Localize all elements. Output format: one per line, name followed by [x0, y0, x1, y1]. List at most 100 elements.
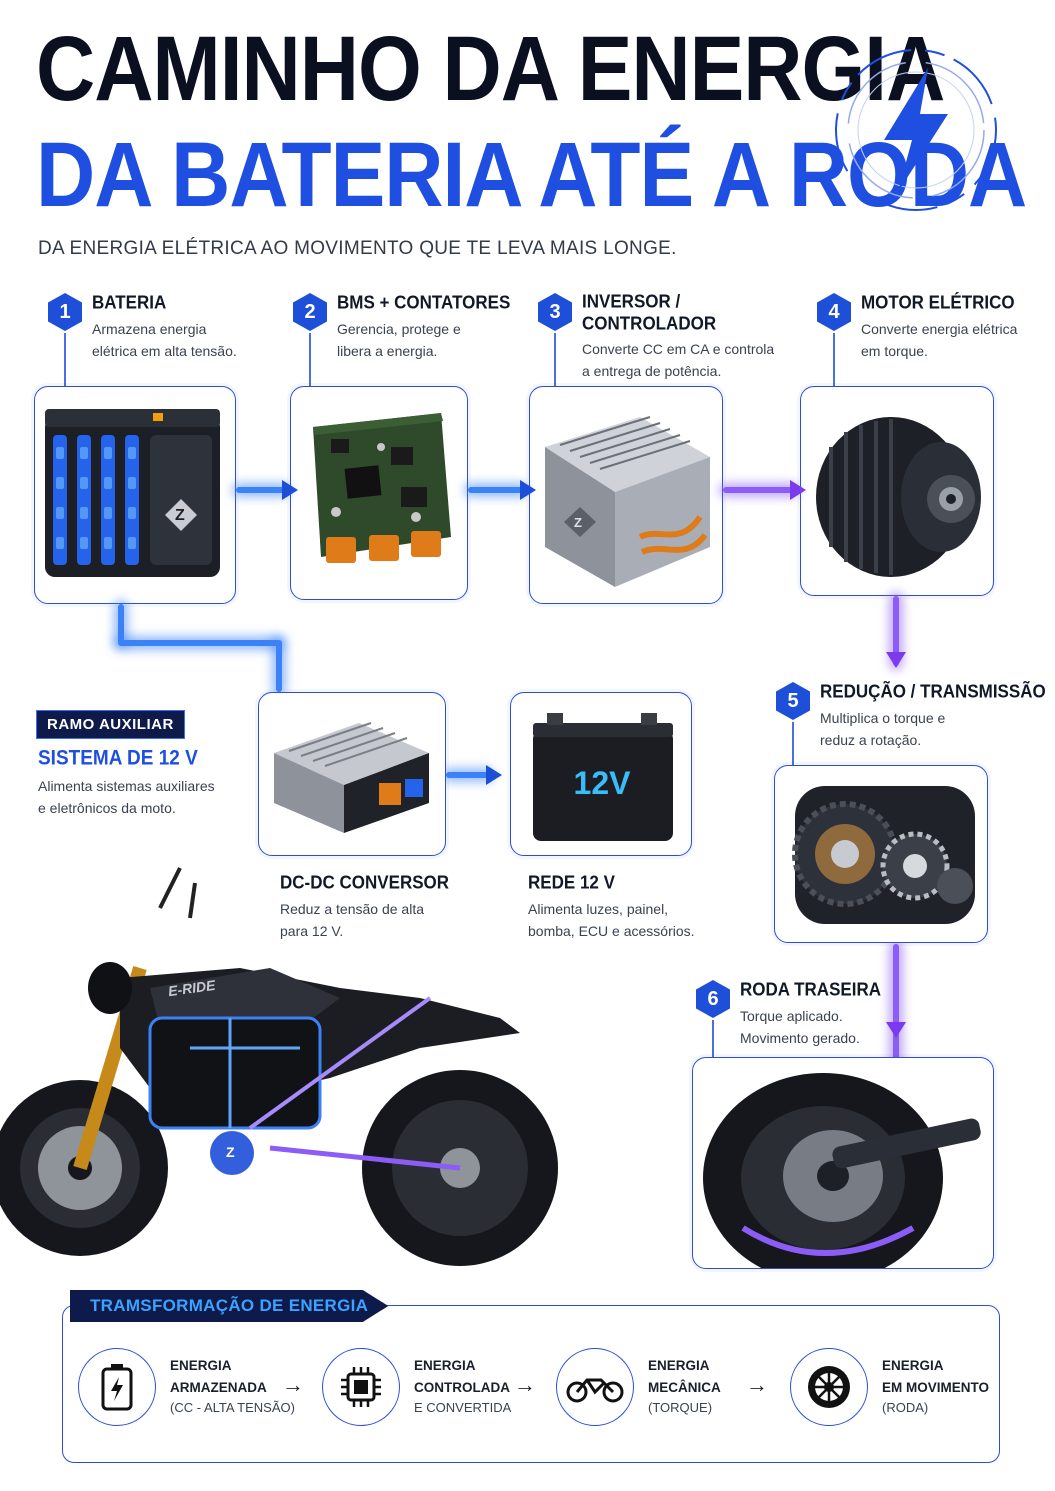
step-3-number: 3 [538, 293, 572, 331]
battery-icon [78, 1348, 156, 1426]
stage-stored-sub: (CC - ALTA TENSÃO) [170, 1400, 295, 1416]
step-4-number: 4 [817, 293, 851, 331]
chip-icon [322, 1348, 400, 1426]
step-2-number: 2 [293, 293, 327, 331]
step-3-desc-1: Converte CC em CA e controla [582, 341, 775, 357]
motorcycle-image: E-RIDE Z [0, 848, 690, 1268]
stage-motion-line1: ENERGIA [882, 1358, 944, 1373]
step-5-header: 5 REDUÇÃO / TRANSMISSÃO Multiplica o tor… [776, 681, 1046, 751]
aux-beam-dcdc-12v [446, 772, 490, 778]
wheel-icon [790, 1348, 868, 1426]
step-2-desc-1: Gerencia, protege e [337, 321, 461, 337]
energy-beam-2-3 [468, 487, 524, 493]
inverter-image: Z [529, 386, 723, 604]
step-4-title: MOTOR ELÉTRICO [861, 292, 1015, 313]
dcdc-converter-image [258, 692, 446, 856]
step-3-header: 3 INVERSOR / CONTROLADOR Converte CC em … [538, 291, 798, 382]
energy-beam-4-5 [893, 596, 899, 666]
step-3-title: INVERSOR / CONTROLADOR [582, 291, 717, 334]
net12-desc-2: bomba, ECU e acessórios. [528, 922, 695, 939]
stage-stored-line1: ENERGIA [170, 1358, 232, 1373]
step-2-connector [309, 333, 311, 387]
stage-mechanical-line2: MECÂNICA [648, 1379, 721, 1395]
aux-desc-line-2: e eletrônicos da moto. [38, 799, 176, 816]
step-4-header: 4 MOTOR ELÉTRICO Converte energia elétri… [817, 292, 1047, 362]
step-1-header: 1 BATERIA Armazena energia elétrica em a… [48, 292, 278, 362]
motorcycle-logo: Z [226, 1144, 235, 1160]
step-5-desc-1: Multiplica o torque e [820, 710, 946, 726]
battery-12v-image: 12V [510, 692, 692, 856]
page-title-line2: DA BATERIA ATÉ A RODA [36, 124, 1027, 227]
step-3-connector [554, 333, 556, 387]
net12-text: REDE 12 V Alimenta luzes, painel, bomba,… [528, 872, 728, 942]
step-5-title: REDUÇÃO / TRANSMISSÃO [820, 681, 1046, 702]
energy-beam-3-4 [723, 487, 795, 493]
step-6-connector [712, 1020, 714, 1058]
net12-title: REDE 12 V [528, 872, 615, 893]
stage-motion-sub: (RODA) [882, 1400, 929, 1416]
step-4-desc-1: Converte energia elétrica [861, 321, 1018, 337]
step-2-header: 2 BMS + CONTATORES Gerencia, protege e l… [293, 292, 523, 362]
stage-mechanical-sub: (TORQUE) [648, 1400, 713, 1416]
step-1-title: BATERIA [92, 292, 167, 313]
battery-pack-image: Z [34, 386, 236, 604]
step-4-desc-2: em torque. [861, 342, 928, 359]
aux-beam-down [118, 604, 124, 644]
step-6-desc-2: Movimento gerado. [740, 1029, 860, 1046]
page-subtitle: DA ENERGIA ELÉTRICA AO MOVIMENTO QUE TE … [38, 238, 677, 259]
stage-motion: ENERGIA EM MOVIMENTO (RODA) [790, 1348, 989, 1426]
circuit-board-image [290, 386, 468, 600]
stage-mechanical: ENERGIA MECÂNICA (TORQUE) [556, 1348, 721, 1426]
step-3-desc-2: a entrega de potência. [582, 362, 722, 379]
aux-beam-right [118, 640, 280, 646]
gearbox-image [774, 765, 988, 943]
energy-beam-1-2 [236, 487, 286, 493]
motorcycle-icon [556, 1348, 634, 1426]
aux-beam-to-dcdc [276, 640, 282, 692]
step-4-connector [833, 333, 835, 387]
dcdc-text: DC-DC CONVERSOR Reduz a tensão de alta p… [280, 872, 480, 942]
step-1-desc-2: elétrica em alta tensão. [92, 342, 237, 359]
energy-beam-5-6 [893, 944, 899, 1064]
aux-system-title: SISTEMA DE 12 V [38, 746, 198, 770]
page-title-line1: CAMINHO DA ENERGIA [36, 18, 945, 121]
svg-text:Z: Z [574, 515, 582, 530]
aux-branch-badge: RAMO AUXILIAR [36, 710, 185, 739]
step-2-desc-2: libera a energia. [337, 342, 438, 359]
step-2-title: BMS + CONTATORES [337, 292, 511, 313]
step-6-desc-1: Torque aplicado. [740, 1008, 843, 1024]
flow-arrow-3: → [746, 1372, 768, 1397]
flow-arrow-1: → [282, 1372, 304, 1397]
arrow-1-2-icon [282, 480, 298, 500]
stage-stored: ENERGIA ARMAZENADA (CC - ALTA TENSÃO) [78, 1348, 295, 1426]
net12-desc-1: Alimenta luzes, painel, [528, 901, 669, 917]
stage-controlled: ENERGIA CONTROLADA E CONVERTIDA [322, 1348, 511, 1426]
step-6-number: 6 [696, 980, 730, 1018]
stage-stored-line2: ARMAZENADA [170, 1379, 267, 1395]
battery-12v-label: 12V [573, 765, 631, 801]
stage-controlled-line1: ENERGIA [414, 1358, 476, 1373]
aux-system-desc: Alimenta sistemas auxiliares e eletrônic… [38, 776, 238, 819]
svg-text:Z: Z [175, 507, 185, 524]
arrow-3-4-icon [790, 480, 806, 500]
step-6-header: 6 RODA TRASEIRA Torque aplicado. Movimen… [696, 979, 936, 1049]
dcdc-title: DC-DC CONVERSOR [280, 872, 450, 893]
rear-wheel-image [692, 1057, 994, 1269]
step-5-connector [792, 722, 794, 766]
stage-mechanical-line1: ENERGIA [648, 1358, 710, 1373]
lightning-bolt-icon [826, 40, 1006, 220]
step-6-title: RODA TRASEIRA [740, 979, 882, 1000]
stage-motion-line2: EM MOVIMENTO [882, 1379, 990, 1395]
stage-controlled-line2: CONTROLADA [414, 1379, 510, 1395]
dcdc-desc-1: Reduz a tensão de alta [280, 901, 424, 917]
arrow-dcdc-12v-icon [486, 765, 502, 785]
stage-controlled-sub: E CONVERTIDA [414, 1400, 512, 1416]
electric-motor-image [800, 386, 994, 596]
step-1-connector [64, 333, 66, 387]
arrow-2-3-icon [520, 480, 536, 500]
step-5-number: 5 [776, 682, 810, 720]
dcdc-desc-2: para 12 V. [280, 922, 344, 939]
arrow-5-6-icon [886, 1022, 906, 1038]
energy-transform-badge: TRAMSFORMAÇÃO DE ENERGIA [70, 1290, 389, 1322]
step-1-number: 1 [48, 293, 82, 331]
